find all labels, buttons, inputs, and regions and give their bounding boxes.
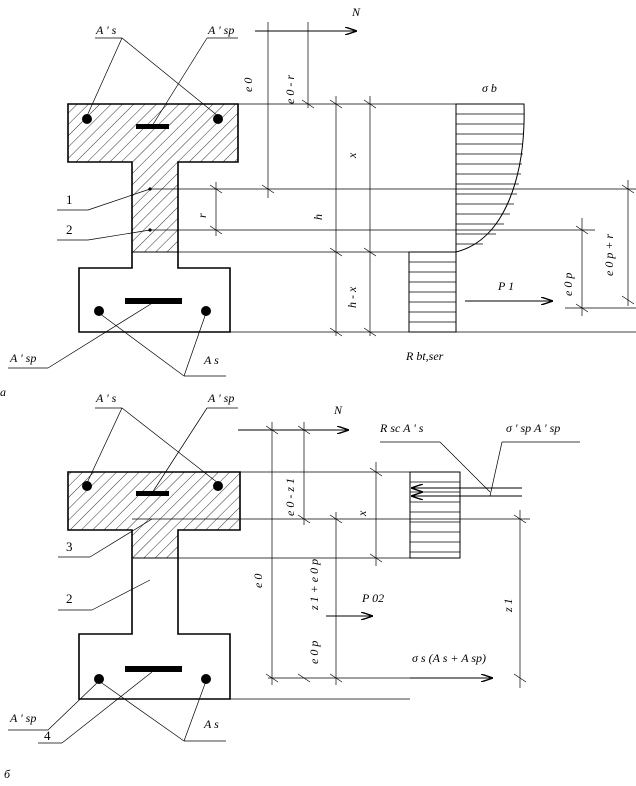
label-rbt-ser: R bt,ser bbox=[405, 349, 444, 363]
panel-label-a: а bbox=[0, 385, 6, 399]
rebar-as-prime-right-a bbox=[213, 114, 223, 124]
label-x-a: x bbox=[345, 152, 359, 159]
label-e0-a: e 0 bbox=[241, 78, 255, 92]
compressed-zone-a bbox=[68, 104, 238, 252]
label-e0p-plus-r: e 0 p + r bbox=[602, 234, 616, 276]
label-n-b: N bbox=[333, 403, 343, 417]
label-n-a: N bbox=[351, 5, 361, 19]
figure-b: A ' s A ' sp N e 0 - z 1 x e 0 z 1 + e 0… bbox=[4, 391, 580, 781]
label-item-4-b: 4 bbox=[44, 728, 51, 743]
label-e0-minus-r-a: e 0 - r bbox=[283, 75, 297, 104]
label-asp-bottom-a: A ' sp bbox=[9, 351, 36, 365]
compressed-zone-b bbox=[68, 472, 240, 558]
label-z1-plus-e0p: z 1 + e 0 p bbox=[307, 559, 321, 611]
rebar-as-prime-left-b bbox=[82, 481, 92, 491]
label-r-a: r bbox=[195, 213, 209, 218]
label-as-bottom-a: A s bbox=[203, 353, 219, 367]
label-as-prime-b: A ' s bbox=[95, 391, 117, 405]
rebar-as-right-b bbox=[201, 674, 211, 684]
label-asp-prime-a: A ' sp bbox=[207, 23, 234, 37]
stress-block-rb bbox=[409, 471, 461, 559]
rebar-as-prime-right-b bbox=[213, 481, 223, 491]
label-asp-prime-b: A ' sp bbox=[207, 391, 234, 405]
label-h-a: h bbox=[311, 214, 325, 220]
stress-diagram-sigma-b bbox=[455, 103, 525, 253]
stress-hatch-sigma-b bbox=[456, 113, 524, 245]
tendon-asp-b bbox=[125, 666, 182, 672]
label-e0-minus-z1: e 0 - z 1 bbox=[283, 478, 297, 516]
label-x-b: x bbox=[355, 510, 369, 517]
label-item-2-a: 2 bbox=[66, 222, 73, 237]
figure-a: A ' s A ' sp N e 0 e 0 - r bbox=[0, 5, 636, 399]
label-item-1-a: 1 bbox=[66, 192, 73, 207]
label-asp-bottom-b: A ' sp bbox=[9, 711, 36, 725]
label-e0p-b: e 0 p bbox=[307, 641, 321, 664]
label-item-3-b: 3 bbox=[66, 539, 73, 554]
label-p02: P 02 bbox=[361, 591, 384, 605]
label-as-bottom-b: A s bbox=[203, 717, 219, 731]
label-item-2-b: 2 bbox=[66, 591, 73, 606]
label-sigma-s: σ s (A s + A sp) bbox=[412, 651, 486, 665]
label-p1: P 1 bbox=[497, 279, 514, 293]
rebar-as-left-b bbox=[94, 674, 104, 684]
panel-label-b: б bbox=[4, 767, 11, 781]
label-e0p-a: e 0 p bbox=[561, 273, 575, 296]
label-e0-b: e 0 bbox=[251, 574, 265, 588]
tendon-asp-a bbox=[125, 298, 182, 304]
tendon-asp-prime-b bbox=[136, 491, 169, 496]
tendon-asp-prime-a bbox=[136, 124, 169, 129]
label-sigma-b: σ b bbox=[482, 81, 497, 95]
label-h-minus-x-a: h - x bbox=[345, 286, 359, 308]
rebar-as-prime-left-a bbox=[82, 114, 92, 124]
label-as-prime-a: A ' s bbox=[95, 23, 117, 37]
label-rsc: R sc A ' s bbox=[379, 421, 424, 435]
label-z1: z 1 bbox=[501, 598, 515, 613]
label-sigma-sp: σ ' sp A ' sp bbox=[506, 421, 560, 435]
rebar-as-right-a bbox=[201, 306, 211, 316]
rebar-as-left-a bbox=[94, 306, 104, 316]
